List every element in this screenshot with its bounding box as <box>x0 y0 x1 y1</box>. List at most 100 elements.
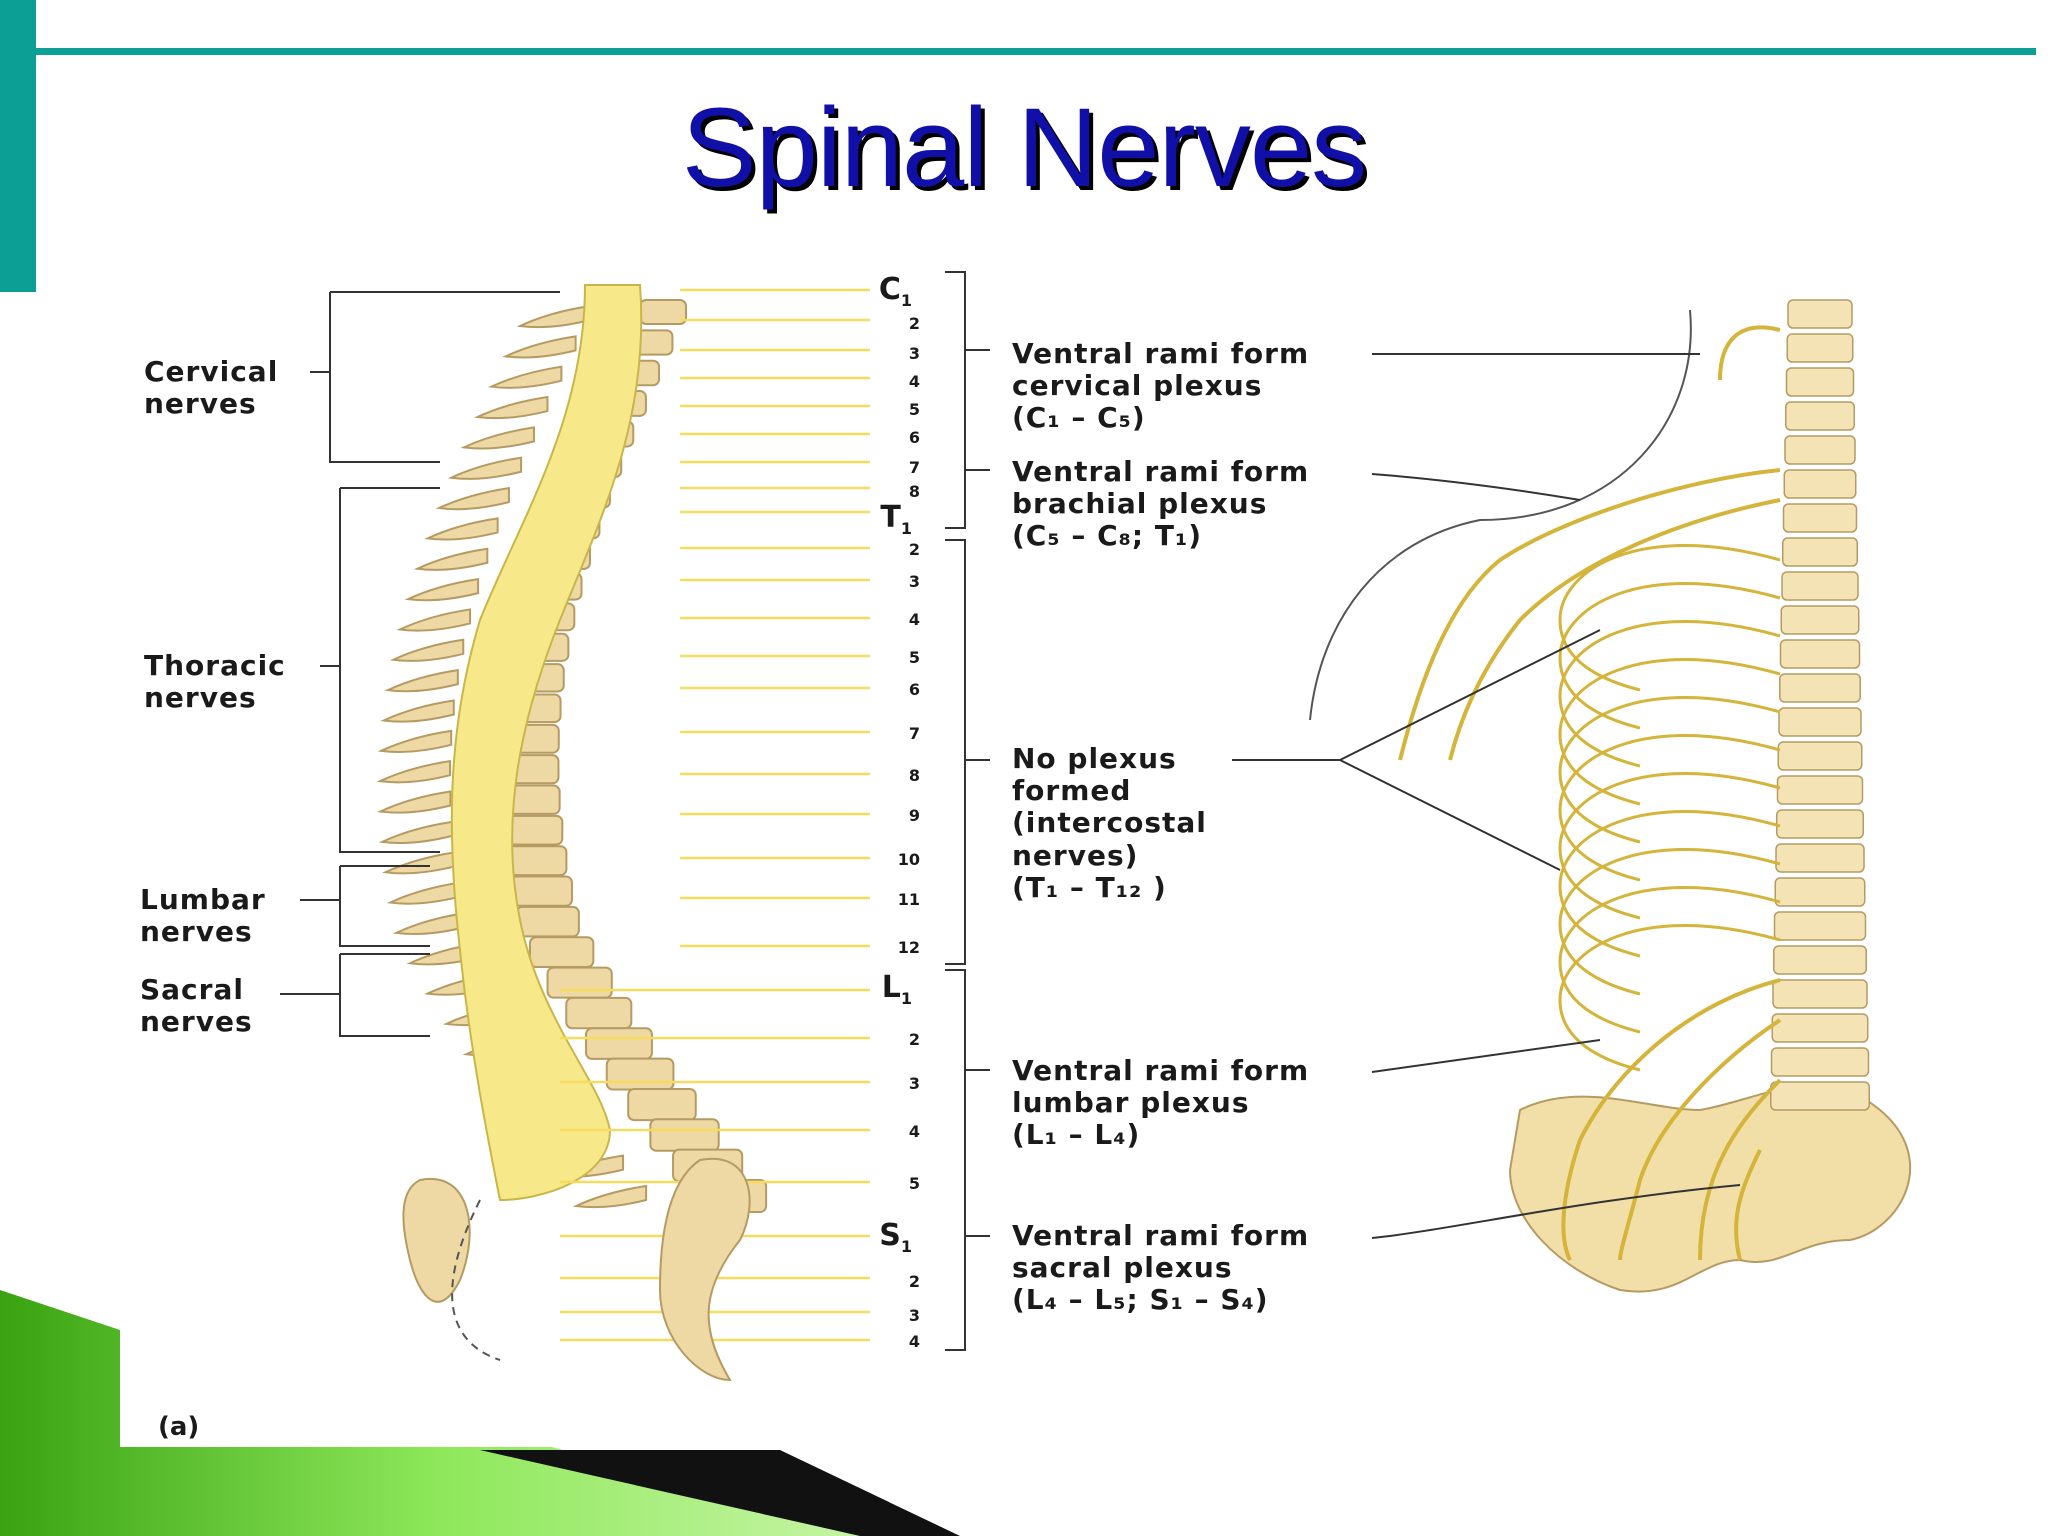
bracket <box>280 953 430 1037</box>
segment-number: 5 <box>908 648 920 667</box>
intercostal-nerve <box>1558 886 1781 1034</box>
dura-dashed-line <box>451 1199 501 1361</box>
segment-number: 3 <box>908 1306 920 1325</box>
group-label-line: Thoracic <box>144 649 286 682</box>
segment-number: 2 <box>908 1272 920 1291</box>
body-outline <box>1309 309 1692 721</box>
segment-number: 4 <box>908 1122 920 1141</box>
group-label-line: Cervical <box>144 355 279 388</box>
segment-number: 10 <box>897 850 920 869</box>
plexus-nerve <box>1618 1018 1782 1261</box>
bracket <box>945 969 990 1351</box>
bracket <box>300 865 430 947</box>
vertebral-process <box>378 820 454 844</box>
bracket <box>945 539 990 965</box>
plexus-label-line: Ventral rami form <box>1012 455 1310 488</box>
vertebra <box>1779 673 1861 703</box>
vertebra <box>1782 503 1858 533</box>
segment-number: 9 <box>908 806 920 825</box>
vertebra <box>1773 945 1867 975</box>
segment-number: 11 <box>897 890 920 909</box>
vertebra <box>1774 877 1866 907</box>
segment-letter: T <box>880 500 901 535</box>
vertebra <box>1770 1081 1870 1111</box>
vertebral-process <box>413 547 489 571</box>
plexus-label-sacral: Ventral rami form sacral plexus (L₄ – L₅… <box>1012 1219 1309 1317</box>
group-label-cervical: Cervical nerves <box>144 355 279 421</box>
teal-side-bar <box>0 0 36 292</box>
vertebra <box>1786 333 1854 363</box>
segment-label-c1: C1 <box>872 272 912 310</box>
leader-lines <box>1232 353 1741 1239</box>
vertebral-process <box>424 517 499 541</box>
plexus-nerve <box>1398 468 1781 761</box>
segment-number: 4 <box>908 372 920 391</box>
plexus-label-line: Ventral rami form <box>1012 337 1310 370</box>
vertebra <box>1778 707 1862 737</box>
vertebral-process <box>396 608 472 632</box>
segment-subscript: 1 <box>900 291 912 310</box>
vertebral-body <box>546 966 613 999</box>
vertebral-process <box>435 486 510 511</box>
segment-label-s1: S1 <box>872 1218 912 1256</box>
group-brackets <box>280 271 990 1351</box>
vertebral-process <box>384 668 459 693</box>
segment-number: 2 <box>908 1030 920 1049</box>
vertebral-process <box>376 760 452 784</box>
plexus-label-line: Ventral rami form <box>1012 1054 1310 1087</box>
leader-line <box>1371 1184 1741 1239</box>
green-swoosh <box>0 1290 880 1536</box>
vertebral-process <box>572 1184 648 1209</box>
intercostal-nerve <box>1558 924 1781 1072</box>
vertebral-body <box>528 936 595 969</box>
intercostal-nerves <box>1398 325 1782 1261</box>
segment-number: 7 <box>908 724 920 743</box>
plexus-label-lumbar: Ventral rami form lumbar plexus (L₁ – L₄… <box>1012 1054 1310 1152</box>
group-label-line: nerves <box>144 681 257 715</box>
vertebral-body <box>509 875 573 907</box>
vertebral-column-right <box>1770 299 1870 1111</box>
spinal-cord <box>450 284 643 1202</box>
intercostal-nerve <box>1558 620 1781 768</box>
slide-title: Spinal Nerves <box>681 85 1367 210</box>
plexus-label-line: cervical plexus <box>1012 369 1263 403</box>
leader-line <box>1232 629 1601 871</box>
vertebral-body <box>565 996 633 1030</box>
intercostal-nerve <box>1558 544 1781 692</box>
segment-number: 2 <box>908 314 920 333</box>
segment-number: 12 <box>897 938 920 957</box>
plexus-label-cervical: Ventral rami form cervical plexus (C₁ – … <box>1012 337 1310 435</box>
plexus-label-line: lumbar plexus <box>1012 1086 1250 1120</box>
intercostal-nerve <box>1558 734 1781 882</box>
sacrum-left <box>402 1177 471 1303</box>
plexus-figure-right <box>1309 299 1911 1293</box>
vertebral-body <box>515 905 580 938</box>
plexus-label-brachial: Ventral rami form brachial plexus (C₅ – … <box>1012 455 1310 553</box>
vertebra <box>1770 1047 1870 1077</box>
black-swoosh <box>480 1450 960 1536</box>
plexus-label-line: (T₁ – T₁₂ ) <box>1012 870 1167 904</box>
vertebral-body <box>639 299 687 325</box>
segment-number: 5 <box>908 1174 920 1193</box>
vertebra <box>1777 741 1863 771</box>
leader-line <box>1371 1039 1601 1073</box>
figure-label: (a) <box>158 1412 200 1442</box>
segment-number: 8 <box>908 482 920 501</box>
plexus-label-line: (intercostal <box>1012 806 1207 840</box>
bracket <box>310 291 560 463</box>
sacrum-right <box>658 1157 751 1382</box>
vertebral-body <box>585 1027 653 1060</box>
segment-letter: C <box>878 272 901 307</box>
group-label-line: nerves <box>144 387 257 421</box>
segment-subscript: 1 <box>900 519 912 538</box>
vertebral-process <box>380 699 455 723</box>
plexus-label-line: (L₁ – L₄) <box>1012 1118 1141 1152</box>
vertebral-process <box>389 638 465 662</box>
vertebral-body <box>649 1118 720 1152</box>
segment-number: 6 <box>908 428 920 447</box>
intercostal-nerve <box>1558 810 1781 958</box>
vertebral-process <box>502 335 577 359</box>
segment-number: 4 <box>908 1332 920 1351</box>
vertebral-process <box>487 365 563 389</box>
plexus-label-intercostal: No plexus formed (intercostal nerves) (T… <box>1012 742 1207 904</box>
